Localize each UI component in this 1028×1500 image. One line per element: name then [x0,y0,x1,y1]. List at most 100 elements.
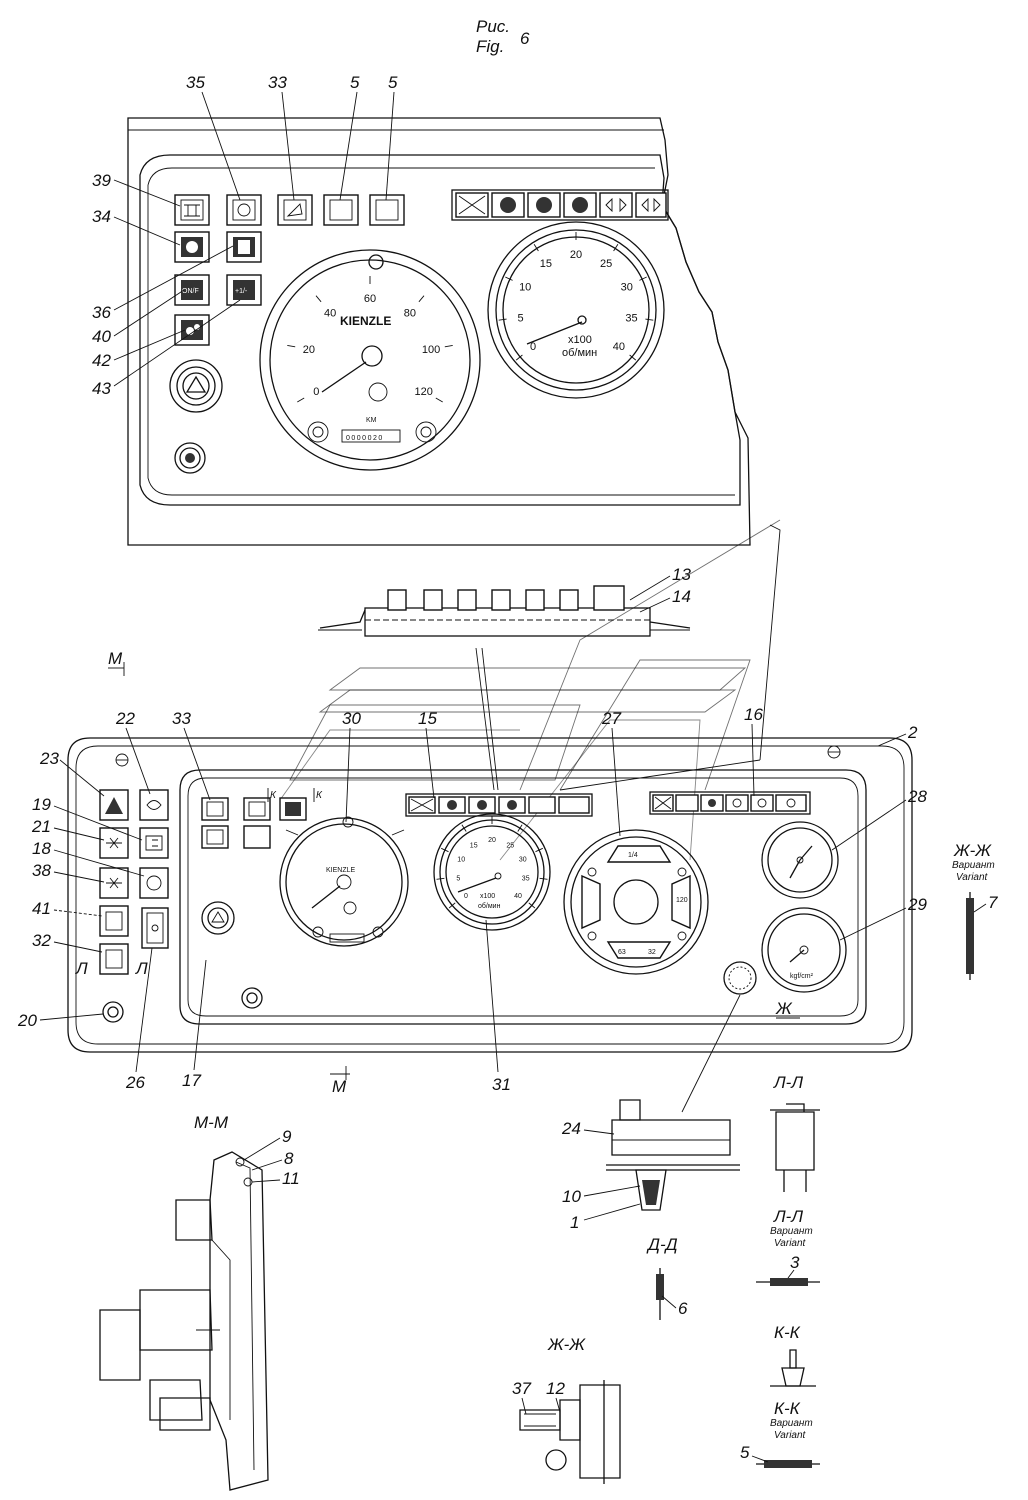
hazard-button-upper[interactable] [169,359,223,413]
switch-22[interactable] [139,789,169,821]
tachometer-multiplier: x100 [568,334,592,346]
svg-text:5: 5 [740,1443,750,1462]
tacho-ticks-label-0: 0 [530,341,536,353]
switch-40-label: ON/F [182,288,199,295]
svg-text:41: 41 [32,899,51,918]
caption-ru: Рис. [476,17,510,36]
svg-text:Вариант: Вариант [770,1226,813,1237]
tacho2-ticks-label-5: 25 [506,842,514,849]
svg-text:21: 21 [31,817,51,836]
svg-text:42: 42 [92,351,111,370]
section-zz: Ж-Ж 37 12 [512,1335,621,1484]
upper-warning-lamp-strip [451,189,669,221]
figure-number: 6 [520,29,530,48]
svg-text:3: 3 [790,1253,800,1272]
svg-text:33: 33 [268,73,287,92]
tacho2-ticks-tick-6 [535,847,543,853]
svg-text:5: 5 [388,73,398,92]
tacho-ticks-tick-8 [629,354,637,361]
section-mm: М-М 9 8 11 [99,1113,300,1491]
tacho-ticks-label-2: 10 [519,281,531,293]
svg-text:37: 37 [512,1379,531,1398]
switch-33[interactable] [277,194,313,226]
tacho-ticks-tick-6 [639,276,647,281]
switch-39[interactable] [174,194,210,226]
switch-33-lower[interactable] [201,797,229,821]
svg-text:Ж: Ж [775,999,793,1018]
svg-text:30: 30 [342,709,361,728]
svg-text:К: К [316,790,323,801]
tacho2-ticks-tick-8 [528,902,536,909]
switch-41[interactable] [99,905,129,937]
knob-20[interactable] [102,1001,124,1023]
caption-en: Fig. [476,37,504,56]
svg-text:32: 32 [32,931,51,950]
tacho-ticks-tick-1 [498,318,507,321]
svg-text:22: 22 [115,709,135,728]
tacho-ticks-label-8: 40 [613,341,625,353]
switch-32[interactable] [99,943,129,975]
svg-text:38: 38 [32,861,51,880]
svg-text:x100: x100 [480,893,495,900]
tacho-ticks-tick-5 [613,243,619,252]
speedometer-unit: KM [366,417,377,424]
svg-text:40: 40 [92,327,111,346]
tacho-ticks-label-5: 25 [600,258,612,270]
svg-text:12: 12 [546,1379,565,1398]
lower-speedometer-brand: KIENZLE [326,867,356,874]
tacho2-ticks-tick-0 [448,902,456,909]
svg-text:Л: Л [75,959,88,978]
speedo-ticks-label-5: 100 [422,344,440,356]
switch-strip-section: 13 14 [318,565,691,637]
switch-5a[interactable] [323,194,359,226]
figure-caption: Рис. Fig. 6 [476,17,530,56]
pressure-gauge-29: kgf/cm² [761,907,847,993]
speedo-ticks-tick-1 [287,344,296,348]
switch-35[interactable] [226,194,262,226]
switch-18[interactable] [139,867,169,899]
callout-14: 14 [672,587,691,606]
svg-text:Л: Л [135,959,148,978]
svg-text:Вариант: Вариант [952,860,995,871]
svg-text:К-К: К-К [774,1323,801,1342]
tachometer-unit: об/мин [562,347,597,359]
svg-text:К-К: К-К [774,1399,801,1418]
lower-inner-switches: К К [201,788,323,849]
tacho-ticks-tick-7 [645,318,654,321]
tacho-ticks-label-6: 30 [621,281,633,293]
speedometer-needle [321,361,367,393]
svg-text:9: 9 [282,1127,292,1146]
svg-text:10: 10 [562,1187,581,1206]
svg-text:63: 63 [618,949,626,956]
tacho2-ticks-label-6: 30 [519,857,527,864]
switch-19[interactable] [139,827,169,859]
svg-text:Ж-Ж: Ж-Ж [953,841,992,860]
svg-text:8: 8 [284,1149,294,1168]
hazard-button-lower[interactable] [201,901,235,935]
tacho-ticks-label-3: 15 [540,258,552,270]
speedo-ticks-label-1: 20 [303,344,315,356]
svg-text:Ж-Ж: Ж-Ж [547,1335,586,1354]
svg-text:33: 33 [172,709,191,728]
switch-43-label: +1/- [235,288,248,295]
svg-text:18: 18 [32,839,51,858]
knob-upper[interactable] [174,442,206,474]
svg-text:об/мин: об/мин [478,902,501,910]
svg-text:7: 7 [988,893,998,912]
switch-26[interactable] [141,907,169,949]
tacho-ticks-tick-0 [515,354,523,361]
tachometer-needle [526,321,583,345]
svg-text:М: М [108,649,123,668]
svg-text:15: 15 [418,709,437,728]
svg-text:М: М [332,1077,347,1096]
svg-text:Д-Д: Д-Д [646,1235,678,1254]
switch-5b[interactable] [369,194,405,226]
svg-text:Variant: Variant [774,1430,807,1441]
speedometer-brand: KIENZLE [340,314,391,328]
speedo-ticks-label-0: 0 [313,386,319,398]
upper-callouts: 35 33 5 5 39 34 36 40 42 43 [92,73,398,398]
svg-text:Л-Л: Л-Л [773,1073,803,1092]
projection-ghost-lines [279,519,781,861]
